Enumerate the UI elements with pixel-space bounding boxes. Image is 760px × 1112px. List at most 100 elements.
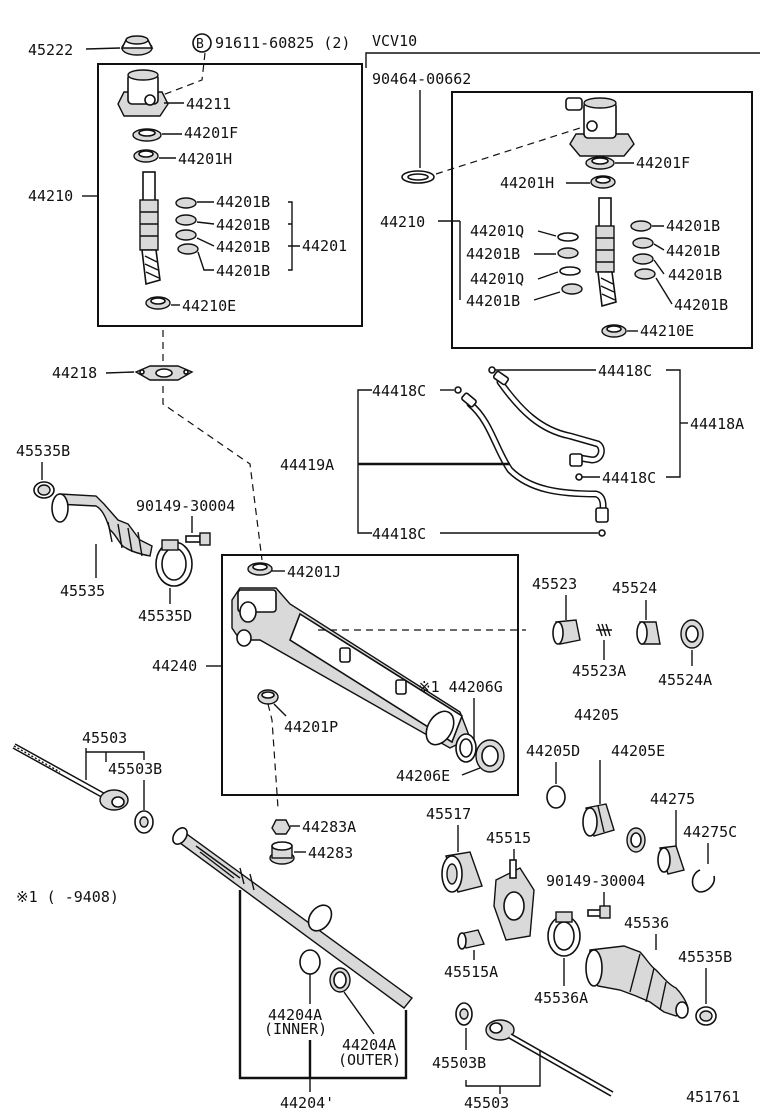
label-44201B-right-4: 44201B (666, 242, 720, 260)
part-44283-plug[interactable] (269, 841, 295, 865)
label-44204A-outer-2: (OUTER) (338, 1051, 401, 1069)
part-44206G-bushing[interactable] (455, 733, 477, 763)
diagram-number: 451761 (686, 1088, 740, 1106)
part-44210E-seal-left[interactable] (145, 296, 171, 310)
part-90149-bolt-right[interactable] (587, 905, 611, 919)
label-44283: 44283 (308, 844, 353, 862)
label-45524: 45524 (612, 579, 657, 597)
label-44418C-1: 44418C (598, 362, 652, 380)
bracket-44418A (666, 369, 681, 478)
part-45222-cap[interactable] (120, 35, 154, 56)
label-45503B-left: 45503B (108, 760, 162, 778)
part-44201H-seal[interactable] (133, 149, 159, 163)
label-44201Q-2: 44201Q (470, 270, 524, 288)
part-44204A-inner-bushing[interactable] (299, 949, 321, 975)
part-44210-spool-right[interactable] (595, 197, 617, 308)
label-45222: 45222 (28, 41, 73, 59)
part-44205E-seal[interactable] (582, 803, 615, 837)
part-44211-valve-housing-right[interactable] (565, 97, 635, 157)
part-44210-spool-left[interactable] (139, 171, 161, 286)
part-44211-valve-housing[interactable] (117, 69, 169, 117)
part-44201J-seal[interactable] (247, 562, 273, 576)
label-45536A: 45536A (534, 989, 588, 1007)
part-44240-rack-housing[interactable] (231, 587, 471, 750)
part-44418C-nut-2[interactable] (454, 386, 462, 394)
label-45535D: 45535D (138, 607, 192, 625)
part-44201F-seal-right[interactable] (585, 156, 615, 170)
part-44201F-seal[interactable] (132, 128, 162, 142)
part-45523-plunger[interactable] (552, 619, 581, 645)
label-44240: 44240 (152, 657, 197, 675)
leader-44218 (105, 371, 135, 374)
bracket-45503-right (465, 1050, 541, 1094)
label-44205D: 44205D (526, 742, 580, 760)
label-44204A-outer: 44204A (342, 1036, 396, 1054)
part-44205D-oring[interactable] (546, 785, 566, 809)
part-45503B-washer-right[interactable] (455, 1002, 473, 1026)
label-45535B-left: 45535B (16, 442, 70, 460)
part-45535B-clamp-right[interactable] (695, 1006, 717, 1026)
badge-b-icon: B (192, 33, 212, 53)
part-45536A-clamp[interactable] (547, 911, 581, 957)
part-90464-clip[interactable] (401, 170, 435, 184)
part-44201B-ring-set-right[interactable] (630, 220, 656, 280)
part-45523A-spring[interactable] (596, 623, 612, 637)
part-45535-boot-left[interactable] (51, 493, 153, 557)
label-90149-right: 90149-30004 (546, 872, 645, 890)
part-45515-bracket[interactable] (493, 859, 535, 941)
label-44201F-left: 44201F (184, 124, 238, 142)
label-44210E-left: 44210E (182, 297, 236, 315)
part-44418C-nut-3[interactable] (575, 473, 583, 481)
valve-box-right (451, 91, 753, 349)
part-44201H-seal-right[interactable] (590, 175, 616, 189)
part-44218-gasket[interactable] (134, 365, 194, 381)
part-45503B-washer-left[interactable] (134, 810, 154, 834)
part-44205-bushing[interactable] (626, 827, 646, 853)
label-44210-left: 44210 (28, 187, 73, 205)
label-44418C-4: 44418C (372, 525, 426, 543)
label-44283A: 44283A (302, 818, 356, 836)
part-45503-tierod-right[interactable] (485, 1019, 614, 1097)
label-45536: 45536 (624, 914, 669, 932)
part-44275-nut[interactable] (657, 845, 685, 875)
part-44418A-pipe[interactable] (492, 370, 605, 467)
label-44201B-left-3: 44201B (216, 238, 270, 256)
part-44210E-seal-right[interactable] (601, 324, 627, 338)
part-45535B-clamp-left[interactable] (33, 481, 55, 499)
part-90149-bolt-left[interactable] (185, 532, 211, 546)
part-44419A-pipe[interactable] (461, 392, 609, 523)
part-44283A-nut[interactable] (271, 819, 291, 835)
label-44201F-right: 44201F (636, 154, 690, 172)
label-44201J: 44201J (287, 563, 341, 581)
label-45524A: 45524A (658, 671, 712, 689)
part-45515A-pin[interactable] (457, 929, 485, 950)
dash-90464 (435, 127, 581, 175)
part-44275C-snapring[interactable] (691, 869, 716, 893)
label-45517: 45517 (426, 805, 471, 823)
part-45524-plug[interactable] (636, 621, 661, 645)
part-44418C-nut-4[interactable] (598, 529, 606, 537)
label-44201B-left-1: 44201B (216, 193, 270, 211)
label-45535B-right: 45535B (678, 948, 732, 966)
part-45524A-locknut[interactable] (680, 619, 704, 649)
label-90149-left: 90149-30004 (136, 497, 235, 515)
part-44201Q-ring-set[interactable] (557, 232, 583, 295)
part-45535D-clamp[interactable] (155, 539, 193, 587)
leader-91611 (159, 52, 206, 97)
label-44201H-right: 44201H (500, 174, 554, 192)
part-44204-rack[interactable] (170, 825, 414, 1009)
part-44418C-nut-1[interactable] (488, 366, 496, 374)
part-45536-boot-right[interactable] (585, 945, 689, 1019)
part-44201B-ring-set-left[interactable] (175, 197, 199, 255)
label-45515A: 45515A (444, 963, 498, 981)
label-45503-left: 45503 (82, 729, 127, 747)
part-45503-tierod-left[interactable] (12, 743, 129, 811)
part-44206E-bushing[interactable] (475, 739, 505, 773)
part-45517-bushing[interactable] (441, 851, 483, 893)
part-44201P-seal[interactable] (257, 689, 279, 705)
label-44275: 44275 (650, 790, 695, 808)
part-44204A-outer-bushing[interactable] (329, 967, 351, 993)
bracket-44419A (357, 389, 372, 534)
leaders-44201Q (533, 230, 561, 301)
